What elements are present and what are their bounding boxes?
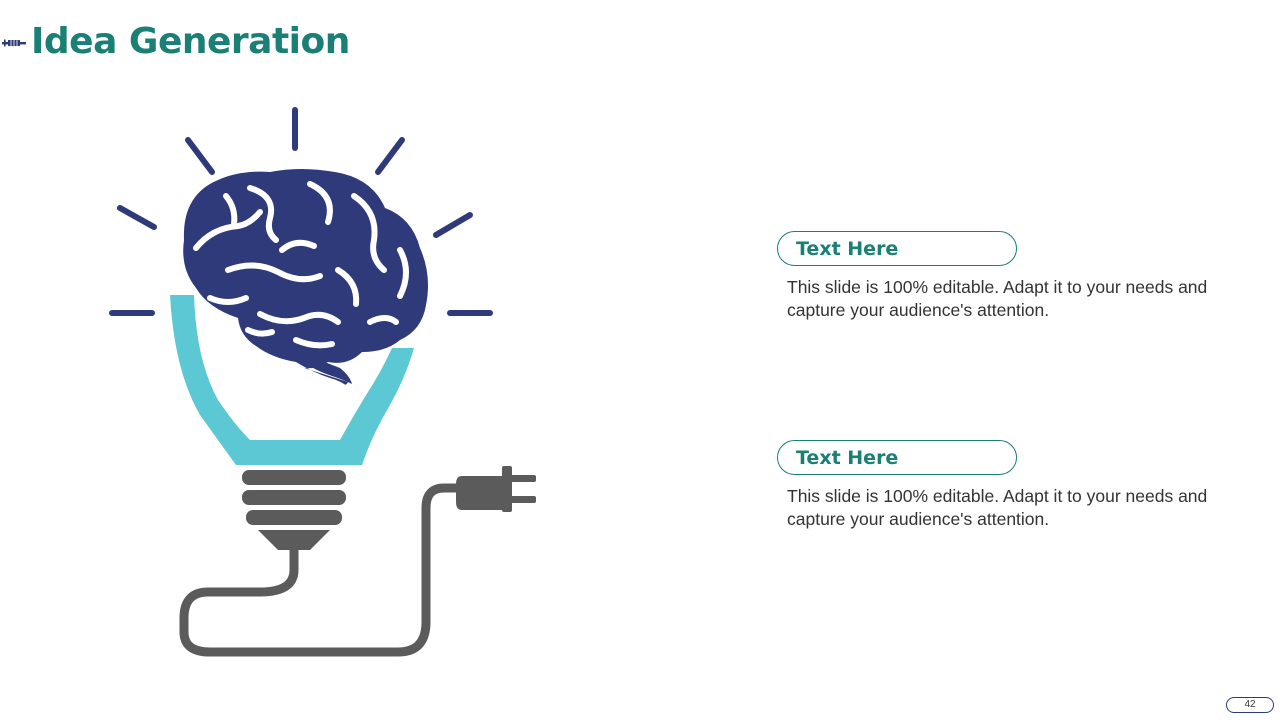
body-text: This slide is 100% editable. Adapt it to… bbox=[787, 277, 1208, 320]
brain bbox=[183, 169, 428, 385]
brain-lightbulb-icon bbox=[109, 107, 536, 657]
electric-plug-icon bbox=[456, 466, 536, 512]
page-title: Idea Generation bbox=[31, 21, 350, 62]
text-block-2: Text Here This slide is 100% editable. A… bbox=[777, 440, 1217, 531]
heading-pill: Text Here bbox=[777, 231, 1017, 266]
syringe-icon bbox=[2, 39, 26, 47]
page-number: 42 bbox=[1226, 697, 1274, 713]
power-cord bbox=[179, 483, 475, 657]
bulb-glass bbox=[170, 295, 414, 465]
heading-pill: Text Here bbox=[777, 440, 1017, 475]
bulb-base bbox=[242, 470, 346, 550]
body-text: This slide is 100% editable. Adapt it to… bbox=[787, 486, 1208, 529]
heading-label: Text Here bbox=[796, 237, 899, 260]
light-rays bbox=[109, 107, 493, 316]
text-block-1: Text Here This slide is 100% editable. A… bbox=[777, 231, 1217, 322]
heading-label: Text Here bbox=[796, 446, 899, 469]
